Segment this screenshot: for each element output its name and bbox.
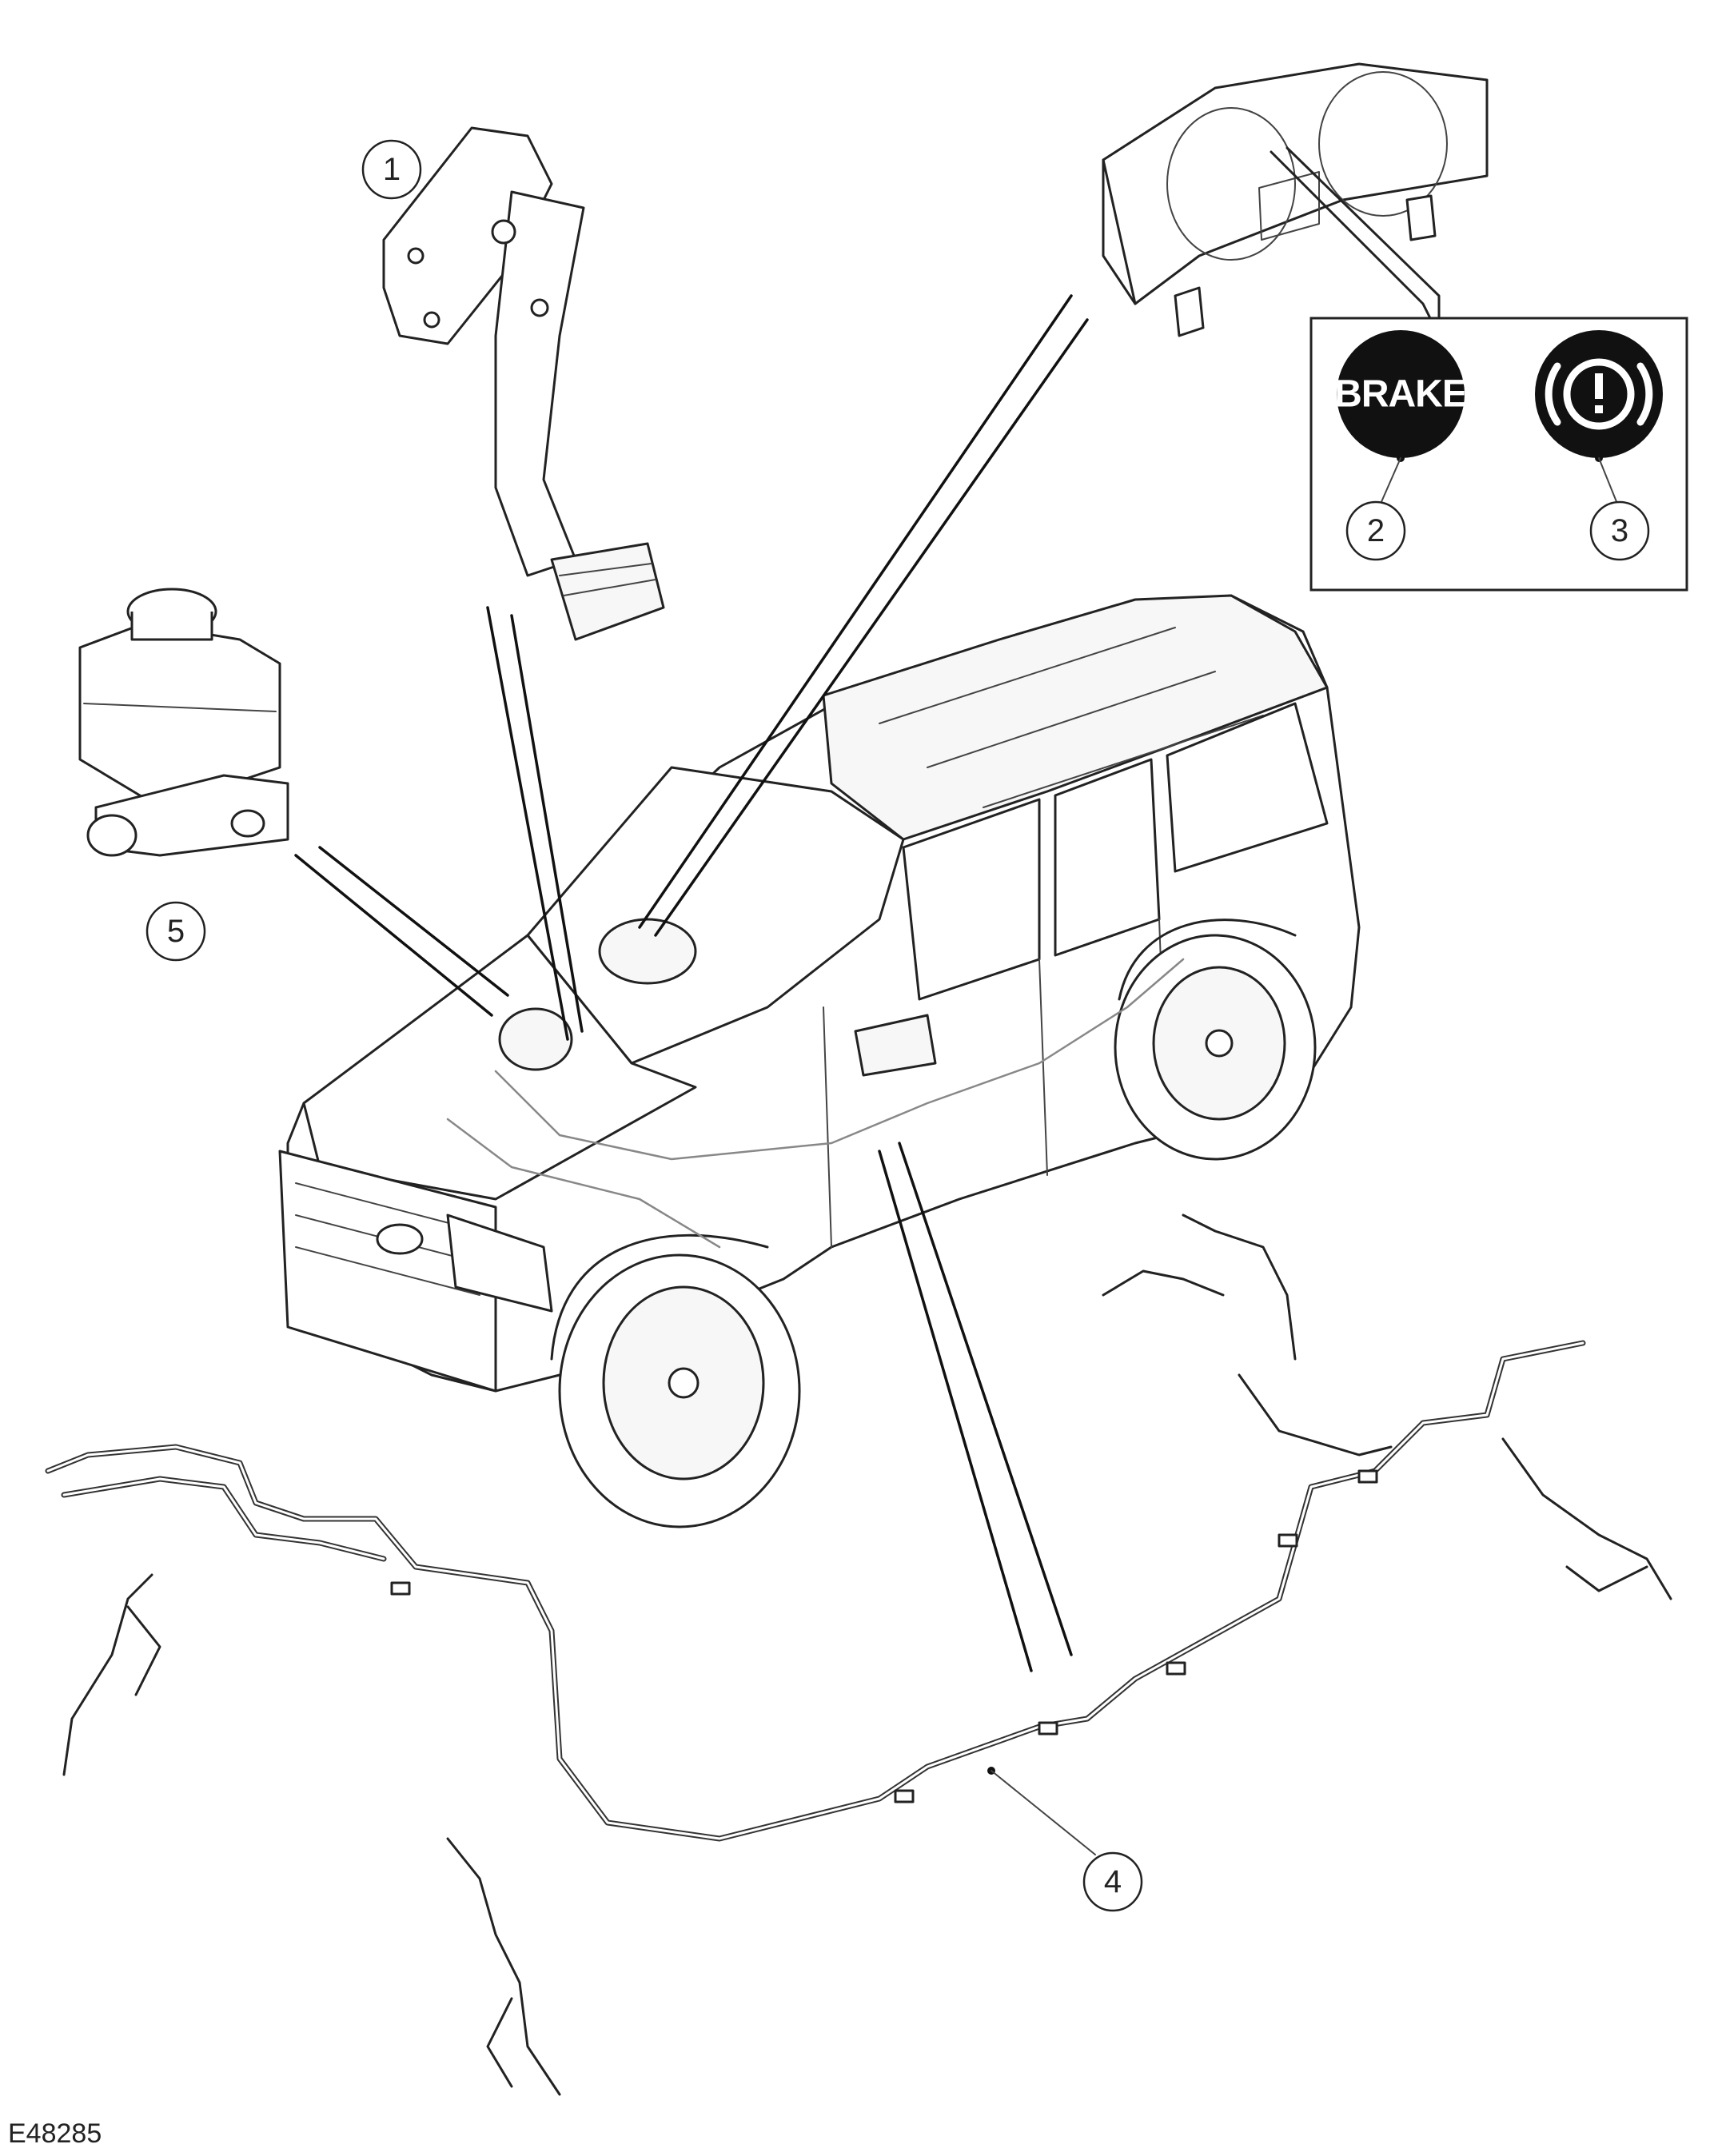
leader-5b: [318, 846, 509, 997]
vehicle-illustration: [278, 594, 1361, 1528]
brake-warning-lamp: [1337, 330, 1465, 458]
leader-1b: [510, 614, 584, 1033]
master-cylinder-reservoir: [78, 588, 289, 857]
leader-4: [878, 1150, 1033, 1672]
leader-cluster-b: [654, 318, 1089, 937]
leader-cluster: [638, 294, 1073, 929]
callout-3: 3: [1589, 500, 1650, 561]
callout-3-label: 3: [1611, 513, 1628, 548]
figure-id: E48285: [8, 2118, 102, 2149]
callout-4-label: 4: [1104, 1864, 1122, 1899]
callout-1: 1: [361, 139, 422, 200]
leader-4b: [898, 1142, 1073, 1656]
callout-2-label: 2: [1367, 513, 1385, 548]
callout-2: 2: [1345, 500, 1406, 561]
callout-1-label: 1: [383, 152, 401, 187]
callout-5-label: 5: [167, 914, 185, 949]
callout-5: 5: [145, 901, 206, 962]
brake-pipe-harness: [45, 1213, 1672, 2096]
leader-5: [294, 854, 493, 1017]
brake-lamp-text: BRAKE: [1334, 373, 1467, 416]
brake-pedal-assembly: [382, 126, 665, 641]
callout-4: 4: [1082, 1851, 1143, 1912]
instrument-cluster: [1102, 62, 1489, 337]
leader-1: [486, 606, 569, 1041]
